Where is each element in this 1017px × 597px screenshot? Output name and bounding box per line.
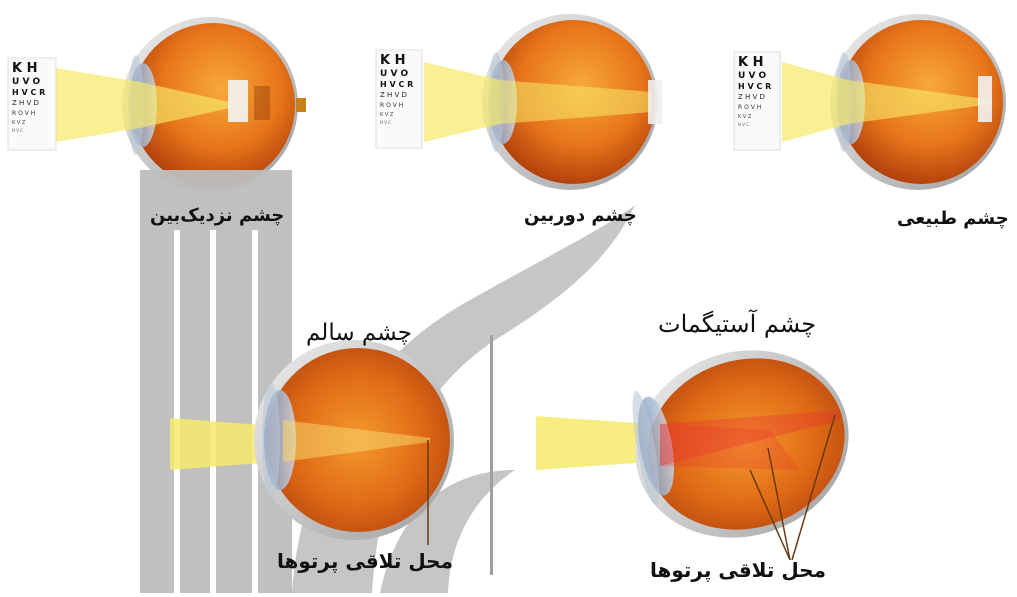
eye-chart-row: K H <box>12 61 37 76</box>
eye-chart-row: Z H V D <box>738 93 765 101</box>
label-farsighted-eye: چشم دوربین <box>524 207 637 225</box>
eye-chart-row: K H <box>738 55 763 70</box>
eye-chart-row: H V C R <box>12 88 45 97</box>
label-healthy-eye: چشم سالم <box>306 322 412 345</box>
eye-chart-row: H V C R <box>738 82 771 91</box>
eye-chart-row: Z H V D <box>380 91 407 99</box>
nearsighted-eye-illustration: K H U V O H V C R Z H V D R O V H K V Z … <box>8 17 306 193</box>
eye-chart-row: H V C <box>12 128 23 133</box>
optic-nerve <box>296 98 306 112</box>
label-focus-point-healthy: محل تلاقی پرتوها <box>277 551 453 571</box>
normal-eye-illustration: K H U V O H V C R Z H V D R O V H K V Z … <box>734 14 1006 190</box>
label-normal-eye: چشم طبیعی <box>897 210 1009 228</box>
eye-chart-row: H V C <box>738 122 749 127</box>
eye-chart-row: H V C <box>380 120 391 125</box>
eye-chart-row: U V O <box>12 77 41 87</box>
light-beam <box>536 416 650 470</box>
eye-chart-row: U V O <box>380 69 409 79</box>
astigmatic-eye-illustration <box>536 323 873 565</box>
projected-image <box>648 80 662 124</box>
eye-chart-row: K V Z <box>738 114 752 120</box>
eye-chart-row: U V O <box>738 71 767 81</box>
eye-chart-row: K H <box>380 53 405 68</box>
label-focus-point-astigmatic: محل تلاقی پرتوها <box>650 560 826 580</box>
eye-chart-card: K H U V O H V C R Z H V D R O V H K V Z … <box>734 52 780 150</box>
projected-image <box>978 76 992 122</box>
eye-chart-row: R O V H <box>380 102 403 109</box>
farsighted-eye-illustration: K H U V O H V C R Z H V D R O V H K V Z … <box>376 14 662 190</box>
eye-chart-row: R O V H <box>12 110 35 117</box>
eye-chart-card: K H U V O H V C R Z H V D R O V H K V Z … <box>376 50 422 148</box>
label-astigmatic-eye: چشم آستیگمات <box>658 312 816 336</box>
label-nearsighted-eye: چشم نزدیک‌بین <box>150 207 284 225</box>
eye-chart-row: H V C R <box>380 80 413 89</box>
eye-chart-row: R O V H <box>738 104 761 111</box>
eye-chart-row: K V Z <box>380 112 394 118</box>
eye-chart-row: Z H V D <box>12 99 39 107</box>
cornea <box>262 382 280 498</box>
eye-chart-row: K V Z <box>12 120 26 126</box>
eye-chart-card: K H U V O H V C R Z H V D R O V H K V Z … <box>8 58 56 150</box>
